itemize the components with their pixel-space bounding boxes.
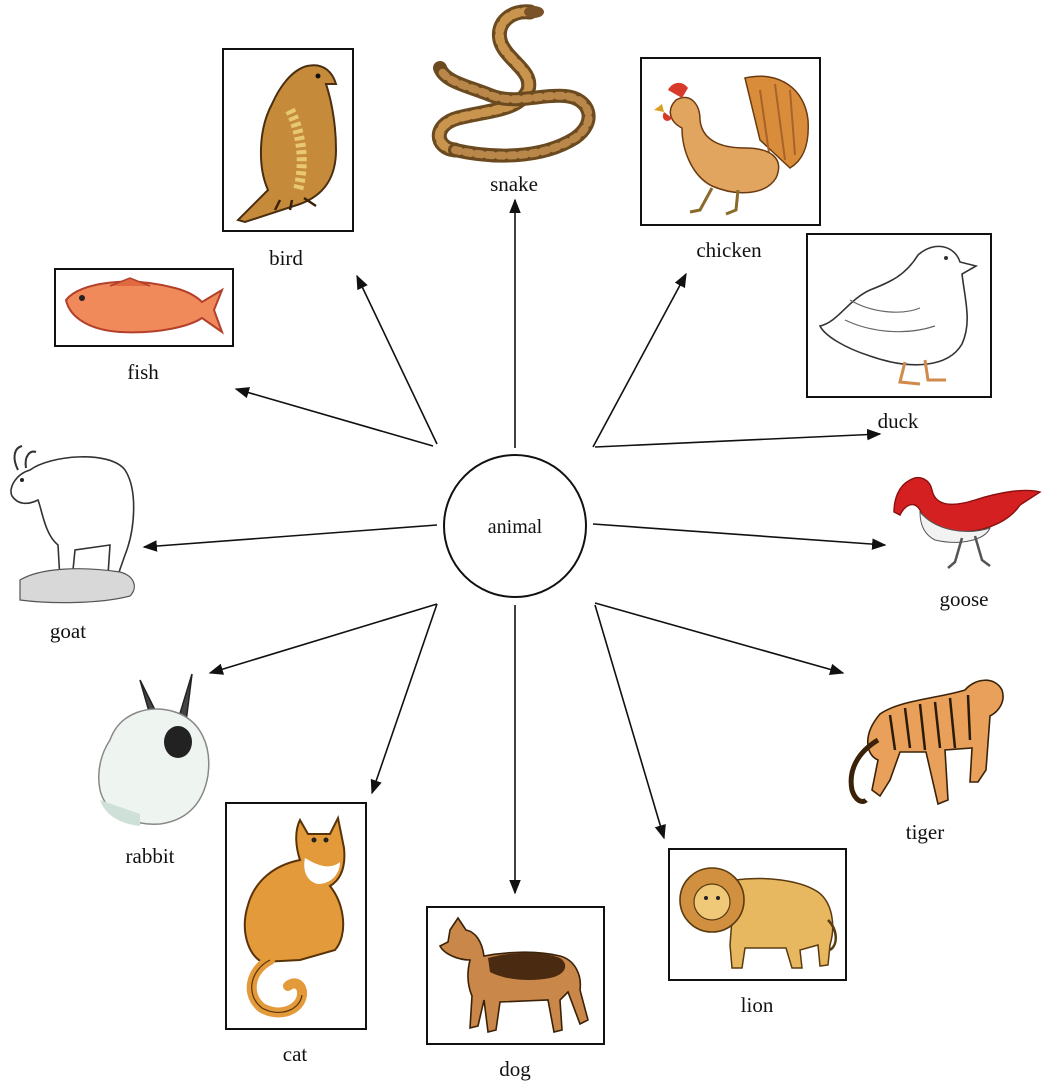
node-bird: bird: [222, 48, 354, 270]
arrow-to-goat: [142, 524, 438, 552]
node-snake: snake: [431, 4, 596, 196]
rabbit-picture: [98, 673, 210, 826]
center-label: animal: [488, 516, 543, 538]
arrow-to-lion: [594, 604, 666, 840]
arrow-to-rabbit: [208, 603, 438, 675]
arrow-to-tiger: [594, 602, 845, 676]
label-snake: snake: [490, 172, 538, 196]
fish-picture: [64, 277, 225, 335]
cat-picture: [243, 814, 346, 1018]
label-fish: fish: [127, 360, 159, 384]
label-rabbit: rabbit: [126, 844, 175, 868]
node-tiger: tiger: [848, 679, 1004, 844]
dog-picture: [438, 916, 589, 1033]
label-goose: goose: [940, 587, 989, 611]
node-fish: fish: [54, 268, 234, 384]
tiger-picture: [848, 679, 1004, 806]
node-goat: goat: [10, 445, 135, 643]
arrow-to-chicken: [592, 272, 687, 448]
goose-picture: [893, 476, 1042, 569]
label-bird: bird: [269, 246, 303, 270]
label-lion: lion: [741, 993, 774, 1017]
arrow-to-fish: [234, 387, 434, 447]
bird-picture: [236, 64, 338, 224]
label-chicken: chicken: [696, 238, 762, 262]
arrow-to-cat: [370, 603, 438, 795]
node-goose: goose: [893, 476, 1042, 611]
node-chicken: chicken: [640, 57, 821, 262]
duck-picture: [818, 245, 979, 386]
chicken-picture: [654, 75, 809, 216]
goat-picture: [10, 445, 135, 604]
label-duck: duck: [878, 409, 919, 433]
arrow-to-goose: [592, 523, 887, 550]
label-cat: cat: [283, 1042, 308, 1066]
arrow-to-duck: [594, 428, 882, 448]
node-rabbit: rabbit: [98, 673, 210, 868]
connector-arrows: [142, 198, 887, 895]
node-lion: lion: [668, 848, 847, 1017]
label-goat: goat: [50, 619, 86, 643]
label-dog: dog: [499, 1057, 531, 1081]
node-duck: duck: [806, 233, 992, 433]
center-node: animal: [443, 454, 587, 598]
lion-picture: [679, 867, 837, 969]
snake-picture: [431, 4, 596, 163]
arrow-to-bird: [356, 274, 438, 445]
node-dog: dog: [426, 906, 605, 1081]
label-tiger: tiger: [906, 820, 944, 844]
node-cat: cat: [225, 802, 367, 1066]
center-circle: [443, 454, 587, 598]
